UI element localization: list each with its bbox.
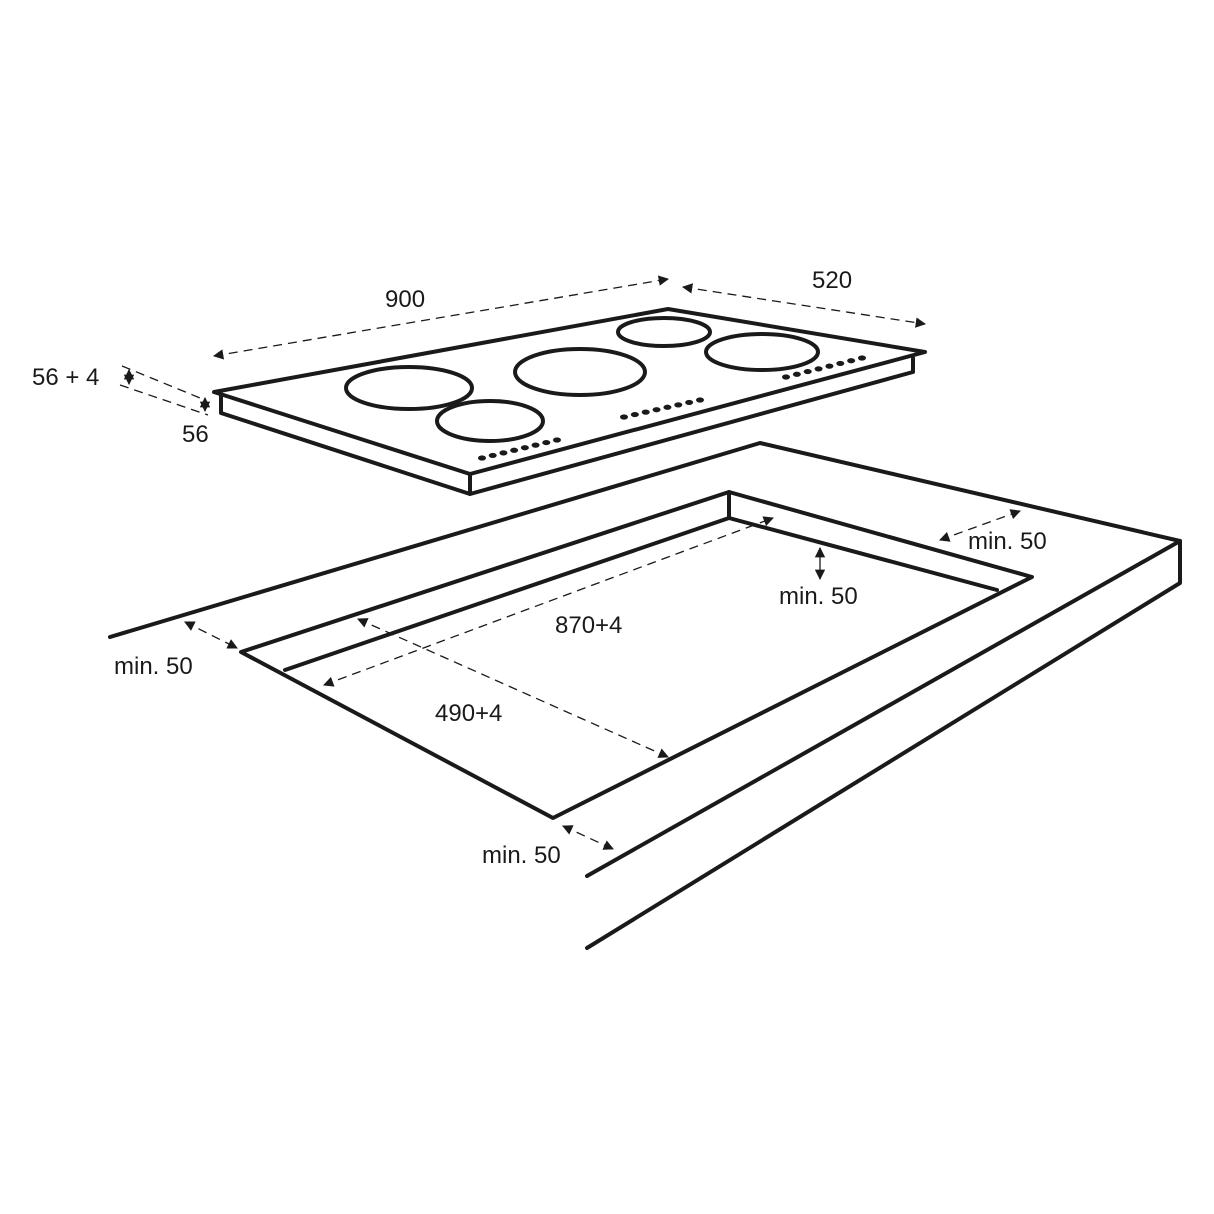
cooking-zone xyxy=(616,316,712,348)
total-height-label: 56 + 4 xyxy=(32,364,99,391)
control-dot xyxy=(674,402,683,408)
control-dot xyxy=(652,407,661,413)
control-dot xyxy=(641,409,650,415)
control-dot xyxy=(814,366,823,372)
control-dot xyxy=(542,439,551,446)
dimension-lines xyxy=(119,275,1021,850)
depth-label: 520 xyxy=(812,267,852,294)
hob-body-front xyxy=(468,356,915,496)
touch-controls xyxy=(478,355,866,461)
left-clearance-arrow xyxy=(184,621,238,649)
cutout-depth-label: 490+4 xyxy=(435,700,502,727)
cooking-zone xyxy=(704,332,820,372)
control-dot xyxy=(836,360,845,367)
countertop xyxy=(108,441,1182,950)
control-dot xyxy=(478,455,486,461)
back-clearance-label: min. 50 xyxy=(968,528,1047,555)
control-dot xyxy=(531,442,540,448)
control-dot xyxy=(792,371,801,377)
control-dot xyxy=(499,450,508,456)
control-dot xyxy=(825,363,834,369)
control-dot xyxy=(553,437,561,443)
control-dot xyxy=(782,374,790,380)
cutout-outline xyxy=(239,490,1034,820)
hob-body-side xyxy=(219,394,472,496)
cooking-zone xyxy=(344,365,474,411)
height-extension xyxy=(119,384,209,416)
control-dot xyxy=(858,355,866,361)
body-height-label: 56 xyxy=(182,421,209,448)
cooking-zone xyxy=(435,399,545,443)
control-dot xyxy=(685,399,694,406)
left-clearance-label: min. 50 xyxy=(114,653,193,680)
cooking-zone xyxy=(513,347,647,397)
control-dot xyxy=(520,445,529,451)
control-dot xyxy=(663,404,672,410)
front-clearance-label: min. 50 xyxy=(482,842,561,869)
control-dot xyxy=(510,447,519,453)
countertop-front-edge xyxy=(585,539,1182,878)
labels: 900 520 56 + 4 56 870+4 490+4 min. 50 mi… xyxy=(32,267,1047,869)
control-dot xyxy=(847,358,856,364)
cutout-depth-line xyxy=(357,618,669,758)
width-dimension-line xyxy=(212,275,670,360)
front-clearance-arrow xyxy=(562,825,614,850)
control-dot xyxy=(488,452,497,459)
cutout-width-label: 870+4 xyxy=(555,612,622,639)
depth-dimension-line xyxy=(681,283,927,328)
hob xyxy=(212,307,927,496)
control-dot xyxy=(803,368,812,375)
hob-top-face xyxy=(212,307,927,476)
control-dot xyxy=(620,414,628,420)
control-dot xyxy=(630,411,639,418)
width-label: 900 xyxy=(385,286,425,313)
control-dot xyxy=(696,397,704,403)
inner-clearance-label: min. 50 xyxy=(779,583,858,610)
height-extension xyxy=(121,365,206,401)
